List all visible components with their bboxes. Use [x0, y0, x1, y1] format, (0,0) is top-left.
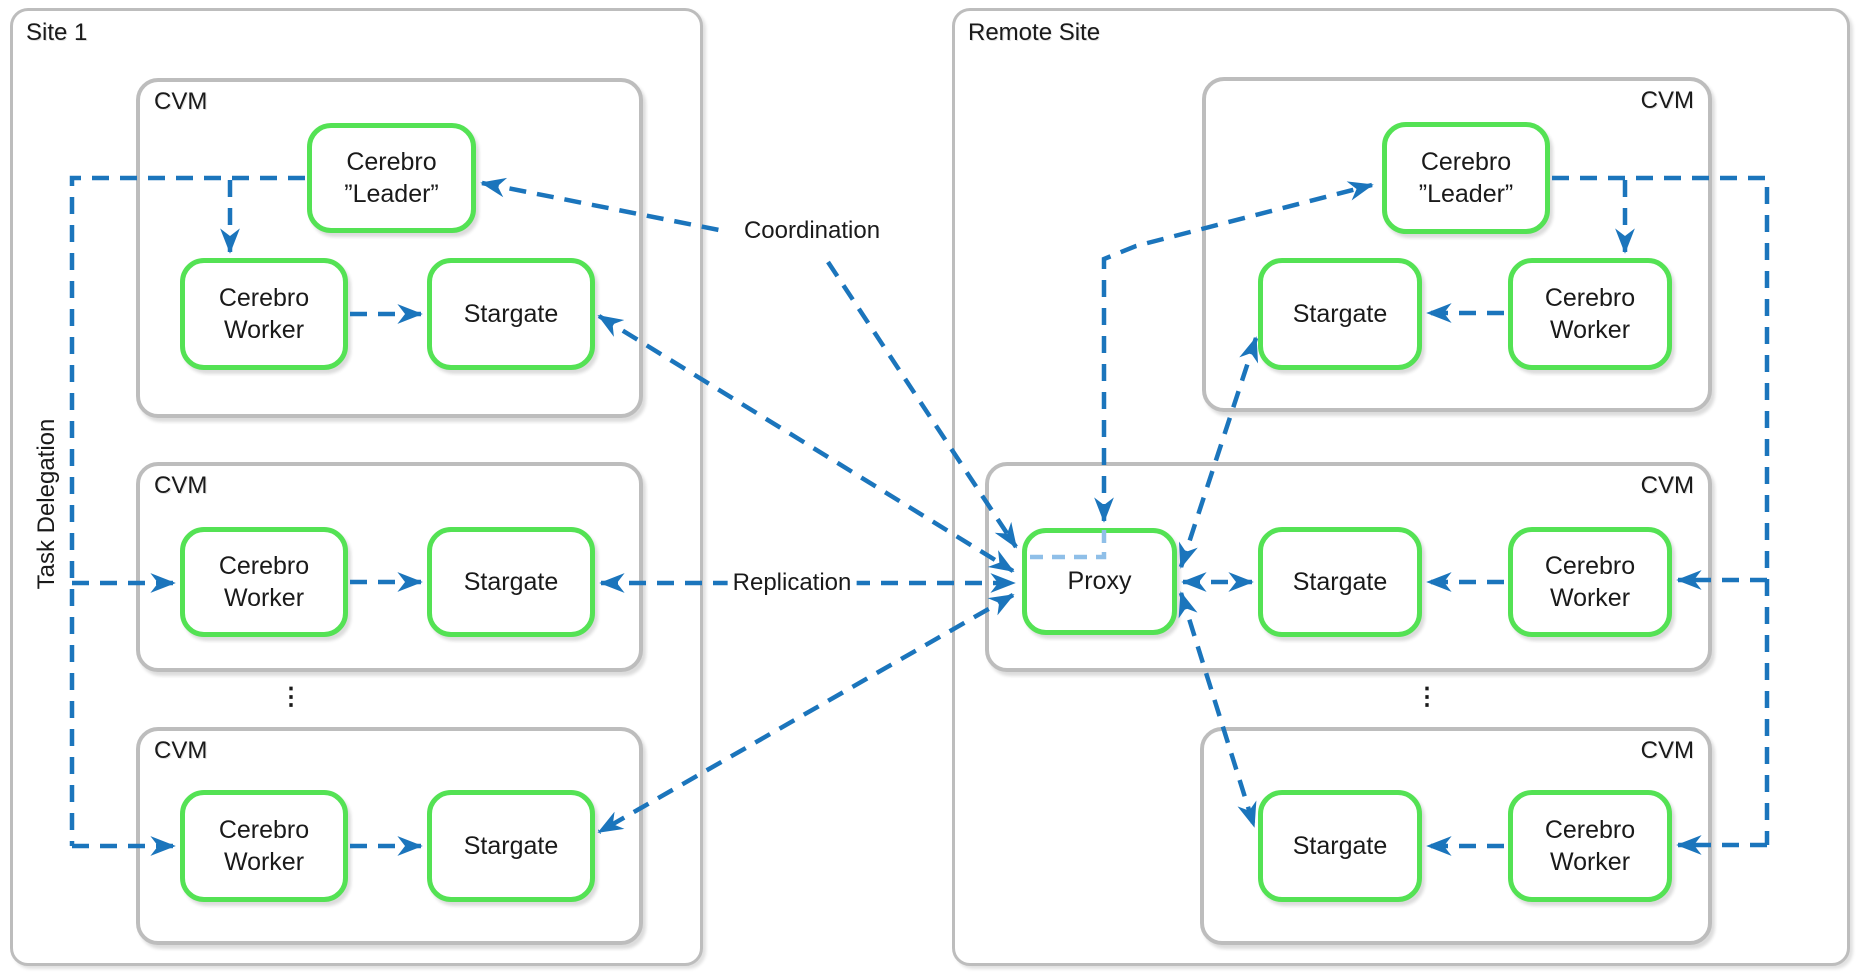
- remote-cerebro-worker-3-box: Cerebro Worker: [1508, 790, 1672, 902]
- replication-label: Replication: [727, 568, 857, 598]
- site1-cvm-2-label: CVM: [154, 472, 208, 499]
- site1-cvm-1-label: CVM: [154, 88, 208, 115]
- site1-cerebro-leader-box: Cerebro ”Leader”: [307, 123, 476, 233]
- remote-stargate-2-box: Stargate: [1258, 527, 1422, 637]
- site1-stargate-3-box: Stargate: [427, 790, 595, 902]
- site1-cvm-3-label: CVM: [154, 737, 208, 764]
- remote-cerebro-leader-box: Cerebro ”Leader”: [1382, 122, 1550, 234]
- site1-cerebro-worker-1-box: Cerebro Worker: [180, 258, 348, 370]
- remote-cerebro-worker-2-box: Cerebro Worker: [1508, 527, 1672, 637]
- remote-stargate-3-box: Stargate: [1258, 790, 1422, 902]
- site1-stargate-1-box: Stargate: [427, 258, 595, 370]
- remote-site-label: Remote Site: [968, 19, 1101, 46]
- proxy-box: Proxy: [1022, 528, 1177, 635]
- remote-stargate-1-box: Stargate: [1258, 258, 1422, 370]
- site1-ellipsis: ⋮: [279, 683, 303, 711]
- site1-stargate-2-box: Stargate: [427, 527, 595, 637]
- site1-cerebro-worker-3-box: Cerebro Worker: [180, 790, 348, 902]
- remote-cvm-3-label: CVM: [1640, 737, 1694, 764]
- remote-cvm-1-label: CVM: [1640, 87, 1694, 114]
- remote-cvm-2-label: CVM: [1640, 472, 1694, 499]
- remote-cerebro-worker-1-box: Cerebro Worker: [1508, 258, 1672, 370]
- task-delegation-label: Task Delegation: [33, 418, 60, 590]
- coordination-label: Coordination: [738, 216, 886, 246]
- remote-ellipsis: ⋮: [1415, 683, 1439, 711]
- site1-label: Site 1: [26, 19, 88, 46]
- site1-cerebro-worker-2-box: Cerebro Worker: [180, 527, 348, 637]
